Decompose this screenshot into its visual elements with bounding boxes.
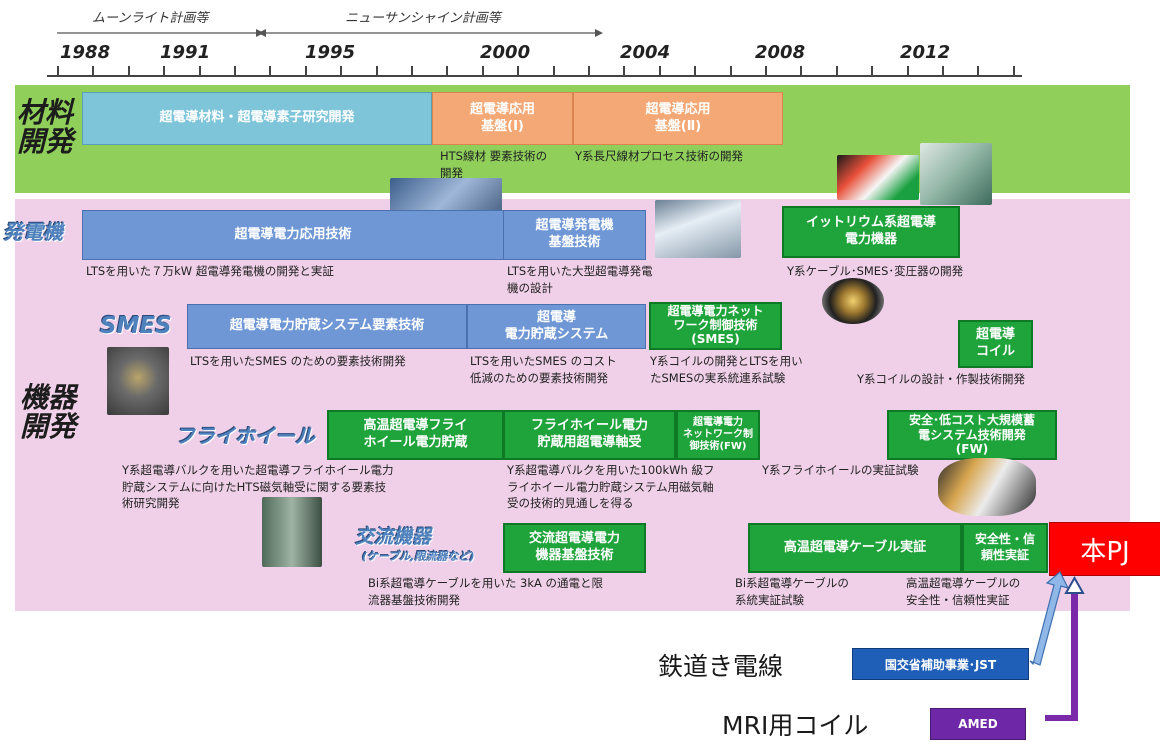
- timeline-tick: [57, 66, 59, 75]
- flywheel-desc-y-flywheel: Y系フライホイールの実証試験: [762, 463, 919, 477]
- year-2008: 2008: [755, 42, 806, 63]
- year-2012: 2012: [900, 42, 951, 63]
- timeline-tick: [906, 66, 909, 75]
- this-project-box: 本PJ: [1049, 522, 1160, 576]
- smes-box-network-control: 超電導電力ネット ワーク制御技術 (SMES): [649, 302, 782, 350]
- timeline-tick: [411, 66, 413, 75]
- flywheel-device-photo: [262, 497, 322, 567]
- timeline-tick: [127, 66, 130, 75]
- timeline-tick: [163, 66, 166, 75]
- timeline-tick: [765, 66, 767, 75]
- year-1995: 1995: [305, 42, 356, 63]
- generator-desc-y-series: Y系ケーブル･SMES･変圧器の開発: [787, 264, 964, 278]
- timeline-tick: [942, 66, 944, 75]
- generator-desc-lts-70mw: LTSを用いた７万kW 超電導発電機の開発と実証: [86, 264, 334, 278]
- timeline-tick: [340, 66, 343, 75]
- ac-box-equipment-base: 交流超電導電力 機器基盤技術: [503, 523, 646, 573]
- flywheel-box-hts-storage: 高温超電導フライ ホイール電力貯蔵: [327, 410, 504, 460]
- year-1988: 1988: [60, 42, 111, 63]
- rail-feeder-label: 鉄道き電線: [658, 652, 784, 681]
- timeline-tick: [234, 66, 236, 75]
- flywheel-category-label: フライホイール: [175, 424, 315, 448]
- generator-box-generator-base: 超電導発電機 基盤技術: [503, 210, 646, 260]
- timeline-tick: [588, 66, 590, 75]
- materials-box-application-base-2: 超電導応用 基盤(Ⅱ): [573, 92, 783, 145]
- flywheel-box-network-control: 超電導電力 ネットワーク制 御技術(FW): [676, 410, 760, 460]
- flywheel-desc-100kwh: Y系超電導バルクを用いた100kWh 級フ ライホイール電力貯蔵システム用磁気軸…: [507, 463, 715, 511]
- timeline-tick: [198, 66, 201, 75]
- materials-box-superconducting-research: 超電導材料・超電導素子研究開発: [82, 92, 432, 145]
- timeline-tick: [623, 66, 626, 75]
- timeline-tick: [800, 66, 803, 75]
- superconducting-device-photo: [920, 143, 992, 205]
- superconducting-cable-photo: [822, 278, 884, 324]
- timeline-tick: [658, 66, 661, 75]
- program-arrows: [57, 29, 603, 37]
- smes-box-superconducting-coil: 超電導 コイル: [958, 320, 1033, 368]
- generator-box-power-application: 超電導電力応用技術: [82, 210, 504, 260]
- mlit-jst-badge: 国交省補助事業･JST: [852, 648, 1029, 680]
- year-1991: 1991: [160, 42, 211, 63]
- ac-desc-bi-cable: Bi系超電導ケーブルを用いた 3kA の通電と限 流器基盤技術開発: [368, 576, 604, 607]
- ac-category-sublabel: (ケーブル,限流器など): [362, 550, 475, 563]
- timeline-tick: [835, 66, 838, 75]
- timeline-tick: [375, 66, 378, 75]
- timeline-tick: [92, 66, 95, 75]
- ac-box-hts-cable-demo: 高温超電導ケーブル実証: [748, 523, 962, 573]
- program-label-new-sunshine: ニューサンシャイン計画等: [345, 11, 501, 26]
- generator-desc-lts-large: LTSを用いた大型超電導発電 機の設計: [507, 264, 653, 295]
- timeline-tick: [871, 66, 874, 75]
- hts-cable-cross-section-photo: [938, 458, 1036, 516]
- materials-category-label: 材料 開発: [17, 96, 74, 159]
- ac-category-label: 交流機器: [355, 526, 432, 548]
- timeline-tick: [552, 66, 555, 75]
- rail-arrow: [1029, 571, 1070, 666]
- year-2004: 2004: [620, 42, 671, 63]
- timeline-tick: [694, 66, 697, 75]
- superconducting-wire-device-photo: [837, 155, 919, 200]
- flywheel-box-bearing: フライホイール電力 貯蔵用超電導軸受: [503, 410, 676, 460]
- smes-desc-y-coil: Y系コイルの開発とLTSを用い たSMESの実系統連系試験: [650, 354, 803, 385]
- timeline-tick: [446, 66, 449, 75]
- timeline-tick: [1012, 66, 1015, 75]
- amed-badge: AMED: [930, 708, 1026, 740]
- timeline-tick: [729, 66, 732, 75]
- smes-category-label: SMES: [100, 313, 172, 339]
- timeline-axis: [47, 75, 1022, 77]
- smes-desc-lts-element: LTSを用いたSMES のための要素技術開発: [190, 354, 406, 368]
- smes-desc-coil-design: Y系コイルの設計・作製技術開発: [857, 372, 1026, 386]
- timeline-tick: [977, 66, 980, 75]
- timeline-tick: [517, 66, 520, 75]
- materials-box-application-base-1: 超電導応用 基盤(Ⅰ): [432, 92, 573, 145]
- materials-desc-hts: HTS線材 要素技術の 開発: [440, 149, 548, 180]
- smes-box-element-technology: 超電導電力貯蔵システム要素技術: [187, 304, 467, 349]
- timeline-tick: [269, 66, 272, 75]
- ac-desc-bi-system: Bi系超電導ケーブルの 系統実証試験: [735, 576, 849, 607]
- year-2000: 2000: [480, 42, 531, 63]
- equipment-category-label: 機器 開発: [20, 381, 77, 444]
- program-label-moonlight: ムーンライト計画等: [92, 11, 209, 26]
- timeline-tick: [481, 66, 484, 75]
- generator-box-yttrium-equipment: イットリウム系超電導 電力機器: [782, 206, 960, 258]
- smes-desc-lts-cost: LTSを用いたSMES のコスト 低減のための要素技術開発: [470, 354, 617, 385]
- smes-coil-photo: [107, 347, 169, 415]
- timeline-tick: [304, 66, 307, 75]
- mri-coil-label: MRI用コイル: [722, 711, 869, 740]
- materials-desc-y-series: Y系長尺線材プロセス技術の開発: [575, 149, 744, 163]
- flywheel-desc-y-bulk: Y系超電導バルクを用いた超電導フライホイール電力 貯蔵システムに向けたHTS磁気…: [122, 463, 394, 511]
- ac-desc-hts-safety: 高温超電導ケーブルの 安全性・信頼性実証: [906, 576, 1021, 607]
- mri-arrow-head: [1064, 575, 1085, 594]
- maglev-train-photo: [655, 200, 741, 258]
- smes-box-storage-system: 超電導 電力貯蔵システム: [467, 304, 646, 349]
- new-sunshine-arrow-head: [595, 29, 603, 37]
- ac-box-safety-demo: 安全性・信 頼性実証: [962, 523, 1048, 573]
- generator-category-label: 発電機: [3, 220, 63, 244]
- mri-arrow-shaft: [1071, 590, 1078, 718]
